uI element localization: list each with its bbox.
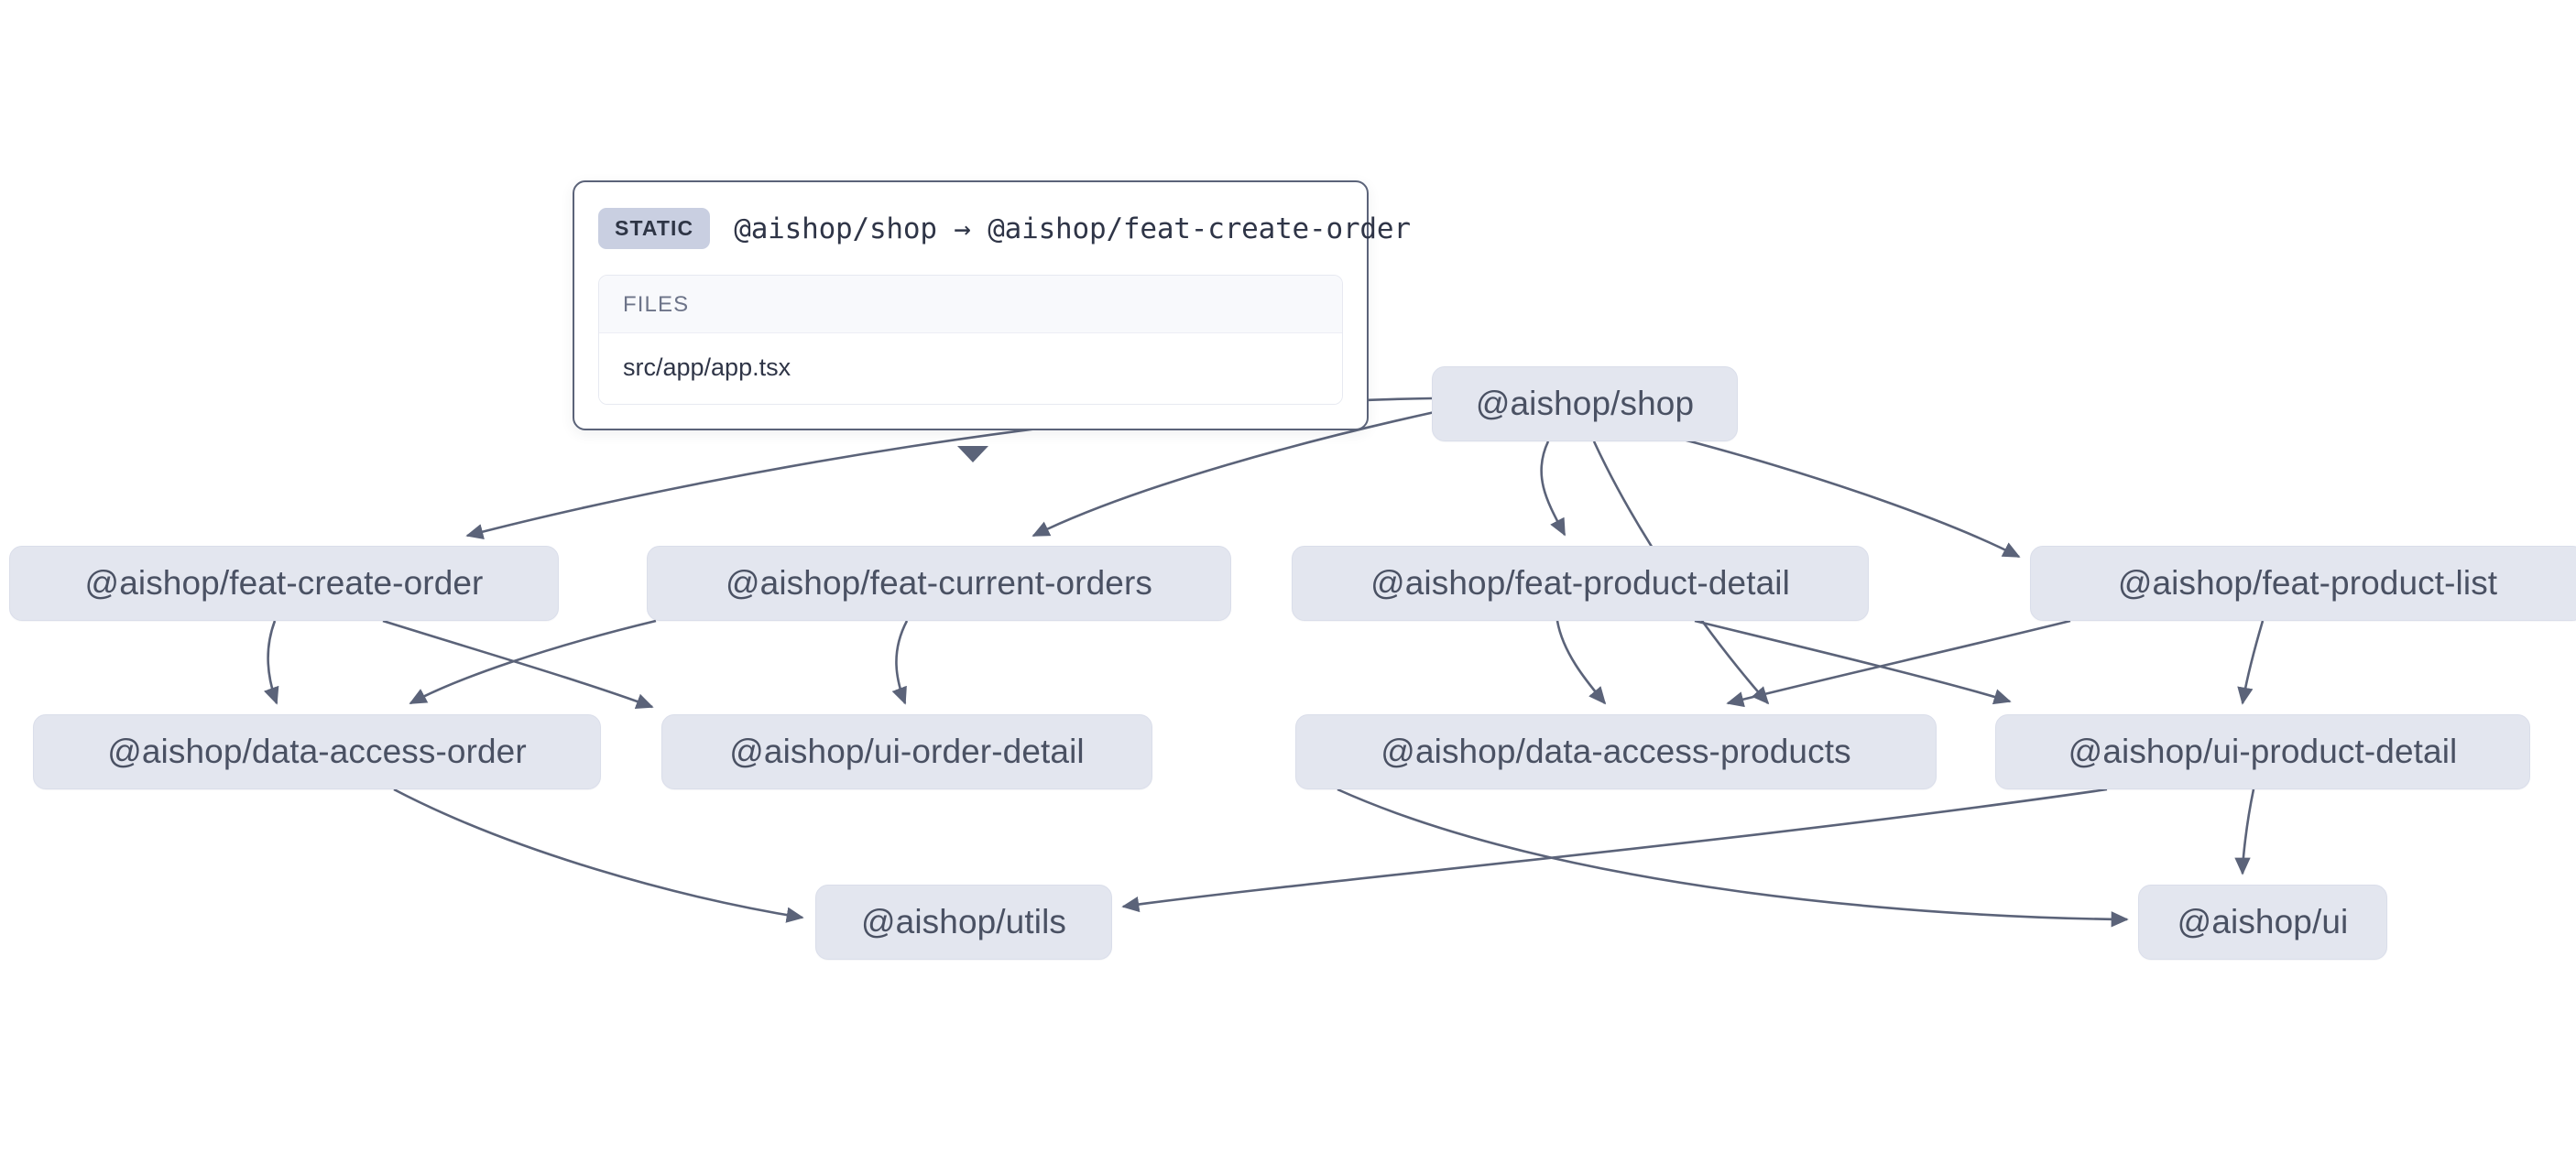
edge-feat-product-detail-to-data-access-products — [1555, 620, 1607, 705]
node-label: @aishop/ui-product-detail — [2068, 733, 2458, 770]
node-label: @aishop/feat-create-order — [84, 564, 484, 602]
edge-shop-to-feat-product-detail — [1540, 440, 1566, 537]
edge-feat-product-list-to-data-access-products — [1726, 619, 2071, 708]
static-badge: STATIC — [598, 208, 711, 249]
edge-feat-create-order-to-ui-order-detail — [382, 619, 654, 710]
node-feat-create-order[interactable]: @aishop/feat-create-order — [9, 546, 559, 621]
edge-ui-product-detail-to-ui — [2234, 788, 2255, 875]
edge-feat-current-orders-to-data-access-order — [409, 619, 657, 705]
node-utils[interactable]: @aishop/utils — [815, 885, 1112, 960]
files-panel: FILES src/app/app.tsx — [598, 275, 1343, 405]
edge-feat-create-order-to-data-access-order — [264, 620, 279, 705]
node-feat-product-list[interactable]: @aishop/feat-product-list — [2030, 546, 2576, 621]
edge-ui-product-detail-to-utils — [1121, 788, 2108, 913]
edge-feat-product-list-to-ui-product-detail — [2237, 620, 2265, 705]
edge-detail-tooltip[interactable]: STATIC @aishop/shop → @aishop/feat-creat… — [573, 180, 1411, 430]
node-feat-product-detail[interactable]: @aishop/feat-product-detail — [1292, 546, 1869, 621]
files-header-label: FILES — [599, 276, 1342, 333]
node-shop[interactable]: @aishop/shop — [1432, 366, 1738, 441]
node-label: @aishop/data-access-order — [107, 733, 527, 770]
edge-data-access-products-to-ui — [1337, 788, 2129, 928]
tooltip-pointer-icon — [957, 446, 988, 462]
tooltip-title: @aishop/shop → @aishop/feat-create-order — [734, 212, 1411, 245]
node-label: @aishop/feat-product-detail — [1370, 564, 1790, 602]
edge-feat-current-orders-to-ui-order-detail — [891, 620, 909, 705]
edge-feat-product-detail-to-ui-product-detail — [1694, 619, 2012, 705]
node-label: @aishop/utils — [861, 903, 1066, 940]
node-ui-order-detail[interactable]: @aishop/ui-order-detail — [661, 714, 1152, 789]
node-label: @aishop/ui — [2177, 903, 2349, 940]
node-label: @aishop/ui-order-detail — [729, 733, 1085, 770]
node-label: @aishop/feat-product-list — [2117, 564, 2498, 602]
node-label: @aishop/shop — [1475, 385, 1695, 422]
node-feat-current-orders[interactable]: @aishop/feat-current-orders — [647, 546, 1231, 621]
edge-shop-to-feat-current-orders — [1031, 410, 1435, 538]
edge-shop-to-feat-product-list — [1675, 436, 2021, 559]
file-list-item[interactable]: src/app/app.tsx — [599, 333, 1342, 404]
node-data-access-products[interactable]: @aishop/data-access-products — [1295, 714, 1937, 789]
node-label: @aishop/data-access-products — [1381, 733, 1851, 770]
node-ui[interactable]: @aishop/ui — [2138, 885, 2387, 960]
tooltip-header: STATIC @aishop/shop → @aishop/feat-creat… — [598, 204, 1411, 258]
edge-data-access-order-to-utils — [393, 788, 804, 923]
node-label: @aishop/feat-current-orders — [726, 564, 1152, 602]
node-ui-product-detail[interactable]: @aishop/ui-product-detail — [1995, 714, 2530, 789]
node-data-access-order[interactable]: @aishop/data-access-order — [33, 714, 601, 789]
